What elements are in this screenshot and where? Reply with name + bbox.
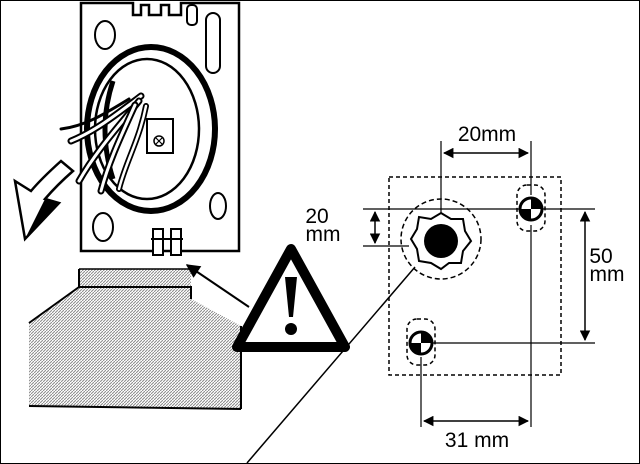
arrow-icon [185,264,250,308]
leader-line [246,266,416,463]
label-hole-spacing-unit: mm [590,263,625,286]
mounting-tab-right [170,228,182,256]
mounting-base [29,269,241,409]
label-vertical-offset-value: 20 [305,205,328,228]
bottom-left-hole [92,212,114,242]
screw-slot-bottom [406,318,436,366]
label-top-spacing: 20mm [458,123,516,146]
top-slot [186,4,198,26]
curved-arrow-icon [13,159,75,242]
cable-entry-hole [424,224,458,258]
cable-bundle [59,92,149,195]
drilling-template [363,141,595,427]
warning-triangle-icon [232,244,350,352]
label-bottom-spacing: 31 mm [445,429,509,452]
bottom-right-hole [209,192,227,220]
label-vertical-offset-unit: mm [306,223,341,246]
template-outline [388,176,562,376]
top-left-hole [94,20,116,50]
right-slot [205,12,221,74]
fixture-illustration [13,1,242,410]
mounting-base-outline [28,269,242,410]
cable-entry-dashed-ring [400,198,482,280]
mounting-tab-left [152,228,164,256]
screw-slot-top [516,184,546,232]
label-hole-spacing-value: 50 [589,245,612,268]
